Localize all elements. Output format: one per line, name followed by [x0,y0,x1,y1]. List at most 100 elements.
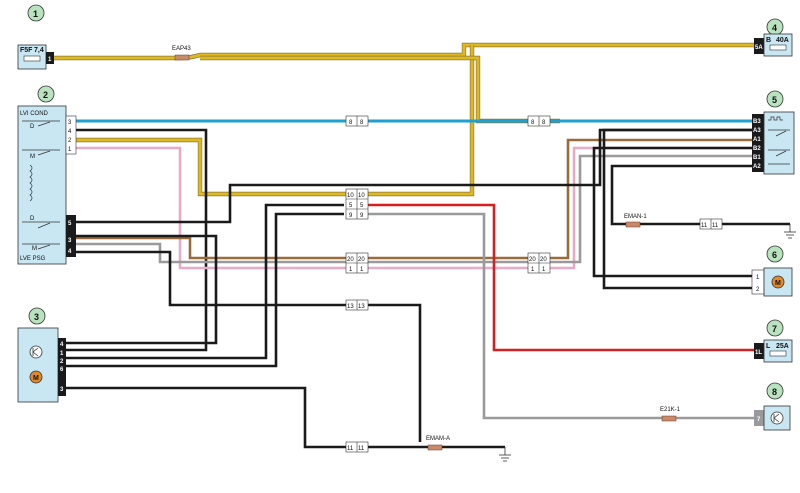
svg-text:3: 3 [68,120,72,126]
splice-eman1 [625,221,641,228]
wire-black-3-6 [66,212,344,368]
svg-text:13: 13 [358,304,365,310]
svg-text:4: 4 [68,129,72,135]
connector-8-8-b: 8 8 [527,115,551,127]
splices: EAP43 EMAN-1 E21K-1 EMAM-A [172,46,681,451]
svg-text:A1: A1 [753,137,761,143]
component-badge [766,245,784,263]
svg-text:11: 11 [358,446,365,452]
wire-brown [76,138,760,260]
motor-icon [29,370,43,384]
svg-text:1: 1 [756,275,760,281]
svg-text:8: 8 [542,120,546,126]
svg-text:M: M [33,375,39,382]
connector-20-1-b: 20 20 1 1 [527,252,551,274]
svg-text:10: 10 [347,193,354,199]
wire-black-3-4 [66,234,218,345]
svg-text:2: 2 [60,359,64,365]
svg-text:B3: B3 [753,119,761,125]
svg-text:M: M [32,246,37,252]
connector-13-13: 13 13 [345,299,369,311]
svg-text:20: 20 [540,257,547,263]
svg-text:L: L [766,343,771,350]
svg-text:2: 2 [68,138,72,144]
svg-text:M: M [775,280,781,287]
svg-text:11: 11 [701,223,708,229]
splice-eap43 [174,54,190,61]
svg-text:D: D [30,124,35,130]
component-5-relay-module: 5 B3 A3 A1 B2 B1 A2 [752,90,795,175]
svg-text:D: D [30,216,35,222]
svg-text:25A: 25A [776,343,789,350]
splice-e21k1-label: E21K-1 [660,407,681,413]
component-7-fuse: 7 1L L 25A [754,319,793,363]
svg-text:1: 1 [48,57,52,63]
svg-text:F5F: F5F [20,47,33,54]
svg-text:11: 11 [712,223,719,229]
splice-eman1-label: EMAN-1 [624,214,647,220]
relay-coil-icon [770,411,784,425]
wires [52,42,790,449]
wire-yellow-to-5 [200,55,560,124]
svg-text:5: 5 [360,203,364,209]
component-badge [766,90,784,108]
component-3-actuator: 3 M 4 1 2 6 3 [17,307,66,403]
connector-11-11-b: 11 11 [699,218,723,230]
fuse-icon [769,350,787,357]
connector-8-8-a: 8 8 [345,115,369,127]
svg-text:9: 9 [360,213,364,219]
svg-text:8: 8 [360,120,364,126]
svg-text:20: 20 [358,257,365,263]
component-1-fuse: 1 F5F 7,4 1 [17,4,54,70]
fuse-icon [23,55,41,62]
svg-text:1: 1 [531,267,535,273]
svg-text:5: 5 [68,221,72,227]
svg-text:1L: 1L [755,350,762,356]
wire-black-5-6b [602,128,760,290]
svg-text:4: 4 [60,342,64,348]
svg-text:2: 2 [43,90,48,100]
wire-black-2-4 [66,128,208,352]
svg-text:B: B [766,37,771,44]
component-badge [27,4,45,22]
svg-text:B2: B2 [753,146,761,152]
motor-icon [771,275,785,289]
svg-text:1: 1 [542,267,546,273]
component-badge [28,307,46,325]
splice-emama-label: EMAM-A [426,436,450,442]
svg-text:6: 6 [772,250,777,260]
svg-text:10: 10 [358,193,365,199]
svg-text:40A: 40A [776,37,789,44]
component-badge [766,319,784,337]
svg-text:3: 3 [34,312,39,322]
splice-e21k1 [661,415,677,422]
ground-icon [499,447,511,462]
relay-coil-icon [29,345,43,359]
wire-yellow-to-5-core [200,56,560,123]
svg-text:LVE PSG: LVE PSG [20,256,46,262]
svg-text:7,4: 7,4 [34,47,44,54]
svg-text:9: 9 [349,213,353,219]
svg-text:6: 6 [60,367,64,373]
svg-text:1: 1 [360,267,364,273]
ground-icon [784,224,796,239]
svg-text:A3: A3 [753,128,761,134]
svg-text:4: 4 [68,249,72,255]
svg-text:4: 4 [772,23,777,33]
svg-text:8: 8 [531,120,535,126]
svg-text:1: 1 [68,147,72,153]
relay-coil-icon [768,116,790,165]
svg-text:3: 3 [60,387,64,393]
svg-text:20: 20 [529,257,536,263]
svg-text:8: 8 [772,387,777,397]
fuse-icon [769,44,787,51]
wire-yellow-branch-core [76,45,474,196]
wire-black-ground-3 [66,386,505,449]
svg-text:1: 1 [60,351,64,357]
inline-connectors: 8 8 8 8 10 10 5 5 9 9 20 20 1 [345,115,723,453]
component-2-switch: 2 LVI COND LVE PSG D M D M 3 4 2 1 5 3 4 [17,85,77,265]
component-badge [766,382,784,400]
svg-text:5: 5 [772,95,777,105]
svg-text:5A: 5A [755,45,763,51]
